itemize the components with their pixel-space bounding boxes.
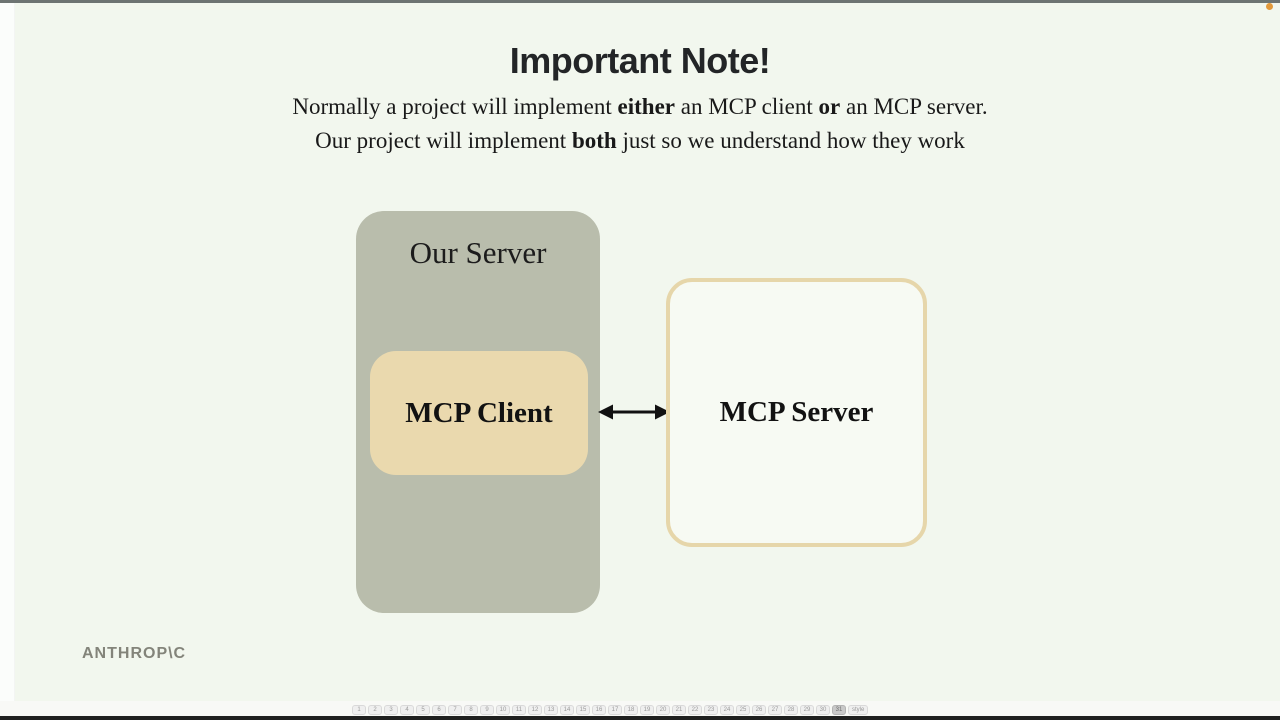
- subtitle-text: an MCP client: [674, 94, 819, 119]
- pager-page-2[interactable]: 2: [368, 705, 382, 715]
- pager-page-31[interactable]: 31: [832, 705, 846, 715]
- pager-page-28[interactable]: 28: [784, 705, 798, 715]
- pager-page-8[interactable]: 8: [464, 705, 478, 715]
- pager-page-29[interactable]: 29: [800, 705, 814, 715]
- subtitle-text: Our project will implement: [315, 128, 572, 153]
- pager-page-19[interactable]: 19: [640, 705, 654, 715]
- pager-page-11[interactable]: 11: [512, 705, 526, 715]
- pager-page-15[interactable]: 15: [576, 705, 590, 715]
- pager-page-20[interactable]: 20: [656, 705, 670, 715]
- mcp-server-box: MCP Server: [666, 278, 927, 547]
- recording-indicator-dot: [1266, 3, 1273, 10]
- pager-page-18[interactable]: 18: [624, 705, 638, 715]
- bidirectional-arrow-icon: [596, 398, 672, 426]
- pager-page-21[interactable]: 21: [672, 705, 686, 715]
- pager-page-1[interactable]: 1: [352, 705, 366, 715]
- subtitle-bold-word: or: [818, 94, 841, 119]
- pager-page-22[interactable]: 22: [688, 705, 702, 715]
- pager-page-23[interactable]: 23: [704, 705, 718, 715]
- subtitle-text: Normally a project will implement: [292, 94, 618, 119]
- subtitle-line: Normally a project will implement either…: [0, 90, 1280, 124]
- pager-page-7[interactable]: 7: [448, 705, 462, 715]
- left-edge-strip: [0, 3, 15, 716]
- pager-page-16[interactable]: 16: [592, 705, 606, 715]
- subtitle-bold-word: either: [617, 94, 675, 119]
- mcp-client-label: MCP Client: [405, 396, 553, 429]
- pager-page-10[interactable]: 10: [496, 705, 510, 715]
- pager-page-9[interactable]: 9: [480, 705, 494, 715]
- subtitle-line: Our project will implement both just so …: [0, 124, 1280, 158]
- pager-page-4[interactable]: 4: [400, 705, 414, 715]
- subtitle-text: just so we understand how they work: [616, 128, 965, 153]
- slide-title: Important Note!: [509, 40, 771, 81]
- mcp-server-label: MCP Server: [719, 396, 874, 428]
- pager-page-24[interactable]: 24: [720, 705, 734, 715]
- window-bottom-edge: [0, 716, 1280, 720]
- pager-page-30[interactable]: 30: [816, 705, 830, 715]
- pager-page-13[interactable]: 13: [544, 705, 558, 715]
- pager-page-6[interactable]: 6: [432, 705, 446, 715]
- mcp-client-box: MCP Client: [370, 351, 588, 475]
- pager-page-5[interactable]: 5: [416, 705, 430, 715]
- slide-subtitle: Normally a project will implement either…: [0, 90, 1280, 158]
- window-top-edge: [0, 0, 1280, 3]
- arrow-svg: [598, 404, 670, 420]
- pager-page-27[interactable]: 27: [768, 705, 782, 715]
- pager-page-3[interactable]: 3: [384, 705, 398, 715]
- subtitle-bold-word: both: [571, 128, 617, 153]
- subtitle-text: an MCP server.: [840, 94, 988, 119]
- pager-page-26[interactable]: 26: [752, 705, 766, 715]
- anthropic-logo: ANTHROP\C: [82, 645, 187, 662]
- pager-page-12[interactable]: 12: [528, 705, 542, 715]
- pager-page-14[interactable]: 14: [560, 705, 574, 715]
- our-server-box: Our Server MCP Client: [356, 211, 600, 613]
- our-server-label: Our Server: [409, 235, 547, 270]
- pager-page-25[interactable]: 25: [736, 705, 750, 715]
- pager-page-17[interactable]: 17: [608, 705, 622, 715]
- pager-style-button[interactable]: style: [848, 705, 869, 715]
